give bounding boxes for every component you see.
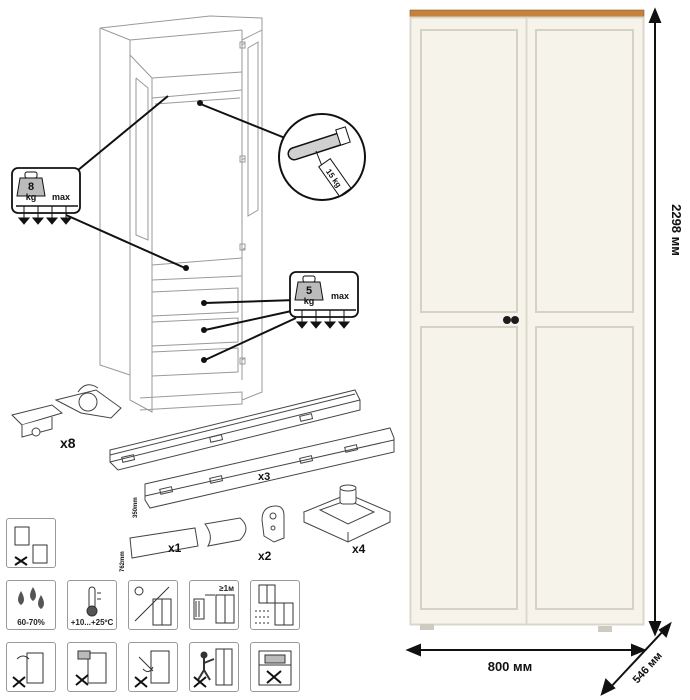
temperature-label: +10...+25ºC <box>70 618 114 627</box>
slide-quantity: x3 <box>258 471 270 483</box>
rail-length: 762mm <box>120 551 126 572</box>
no-overload-pictogram <box>250 642 300 692</box>
rail-load-detail: 15 kg <box>278 113 366 201</box>
drawer-weight-suffix: max <box>331 291 349 301</box>
humidity-label: 60-70% <box>17 618 45 627</box>
rail-quantity: x1 <box>168 541 182 555</box>
sunlight-pictogram <box>128 580 178 630</box>
leader-lines <box>65 95 297 361</box>
wardrobe-sketch <box>99 15 263 413</box>
temperature-pictogram: +10...+25ºC <box>67 580 117 630</box>
no-wet-cleaning-pictogram <box>6 642 56 692</box>
no-sharp-objects-pictogram <box>128 642 178 692</box>
shelf-load-icon: 8 kg max <box>11 167 81 225</box>
hinge-quantity: x8 <box>60 435 76 451</box>
bracket-quantity: x2 <box>258 549 272 563</box>
height-dimension: 2298 мм <box>669 204 684 256</box>
dimension-lines <box>405 7 672 696</box>
rail-bracket <box>261 505 285 543</box>
shelf-weight-suffix: max <box>52 192 70 202</box>
shelf-weight-unit: kg <box>26 192 37 202</box>
drawer-weight-value: 5 <box>306 285 312 297</box>
distance-heater-pictogram: ≥1м <box>189 580 239 630</box>
room-placement-pictogram <box>250 580 300 630</box>
drawer-slides <box>109 389 395 509</box>
distance-label: ≥1м <box>219 584 234 593</box>
hinge-drawing <box>11 384 122 438</box>
width-dimension: 800 мм <box>488 659 533 674</box>
foot-quantity: x4 <box>352 542 366 556</box>
hanging-rail <box>129 517 247 559</box>
depth-dimension: 546 мм <box>631 650 665 686</box>
no-sliding-doors-pictogram <box>6 518 56 568</box>
no-abrasives-pictogram <box>67 642 117 692</box>
wardrobe-product <box>409 9 645 632</box>
slide-length: 350mm <box>133 497 139 518</box>
adjustable-foot <box>302 484 392 543</box>
drawer-load-icon: 5 kg max <box>289 271 359 329</box>
shelf-weight-value: 8 <box>28 181 34 193</box>
no-climbing-pictogram <box>189 642 239 692</box>
drawer-weight-unit: kg <box>304 296 315 306</box>
humidity-pictogram: 60-70% <box>6 580 56 630</box>
